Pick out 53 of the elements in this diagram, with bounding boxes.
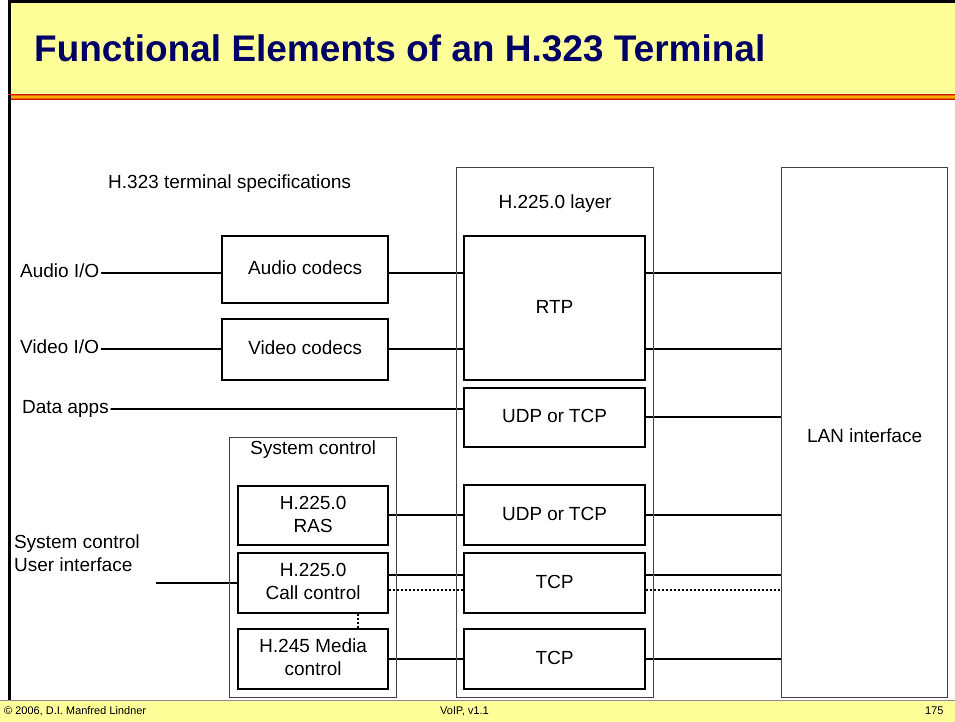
process-box: [237, 628, 389, 690]
connector-line: [646, 416, 781, 418]
group-container: [229, 437, 397, 698]
input-label: Data apps: [22, 397, 109, 420]
box-label: UDP or TCP: [501, 406, 608, 429]
process-box: [237, 485, 389, 546]
connector-line: [156, 582, 237, 584]
connector-line: [646, 574, 781, 576]
dotted-connector: [646, 589, 781, 591]
group-container: [456, 167, 654, 698]
process-box: [221, 235, 389, 304]
connector-line: [646, 272, 781, 274]
group-heading: System control: [249, 438, 377, 461]
box-label: LAN interface: [806, 426, 922, 449]
connector-line: [101, 272, 221, 274]
connector-line: [389, 574, 463, 576]
page-number: 175: [925, 705, 944, 717]
box-label: H.225.0 RAS: [278, 492, 348, 538]
connector-line: [646, 348, 781, 350]
connector-line: [110, 408, 463, 410]
process-box: [237, 552, 389, 614]
process-box: [463, 552, 646, 614]
connector-line: [100, 348, 221, 350]
process-box: [221, 318, 389, 381]
box-label: H.245 Media control: [258, 636, 368, 682]
box-label: UDP or TCP: [501, 504, 608, 526]
box-label: H.225.0 Call control: [264, 560, 362, 606]
process-box: [463, 484, 646, 546]
section-heading: H.323 terminal specifications: [108, 172, 351, 194]
connector-line: [646, 514, 781, 516]
box-label: Video codecs: [247, 338, 363, 361]
input-label: Video I/O: [20, 337, 99, 360]
connector-line: [389, 514, 463, 516]
process-box: [463, 628, 646, 690]
slide-title: Functional Elements of an H.323 Terminal: [34, 28, 766, 70]
footer-text: VoIP, v1.1: [440, 705, 489, 717]
interface-block: [781, 167, 948, 698]
dotted-connector: [389, 589, 463, 591]
connector-line: [389, 658, 463, 660]
box-label: Audio codecs: [246, 258, 364, 281]
input-label: System control User interface: [14, 532, 141, 578]
box-label: RTP: [534, 296, 574, 320]
box-label: TCP: [534, 572, 574, 594]
input-label: Audio I/O: [20, 261, 100, 284]
dotted-connector: [357, 614, 359, 628]
connector-line: [646, 658, 781, 660]
footer-text: © 2006, D.I. Manfred Lindner: [4, 705, 146, 717]
group-heading: H.225.0 layer: [497, 192, 612, 215]
connector-line: [389, 272, 463, 274]
connector-line: [389, 348, 463, 350]
box-label: TCP: [534, 648, 574, 670]
process-box: [463, 235, 646, 381]
process-box: [463, 387, 646, 448]
